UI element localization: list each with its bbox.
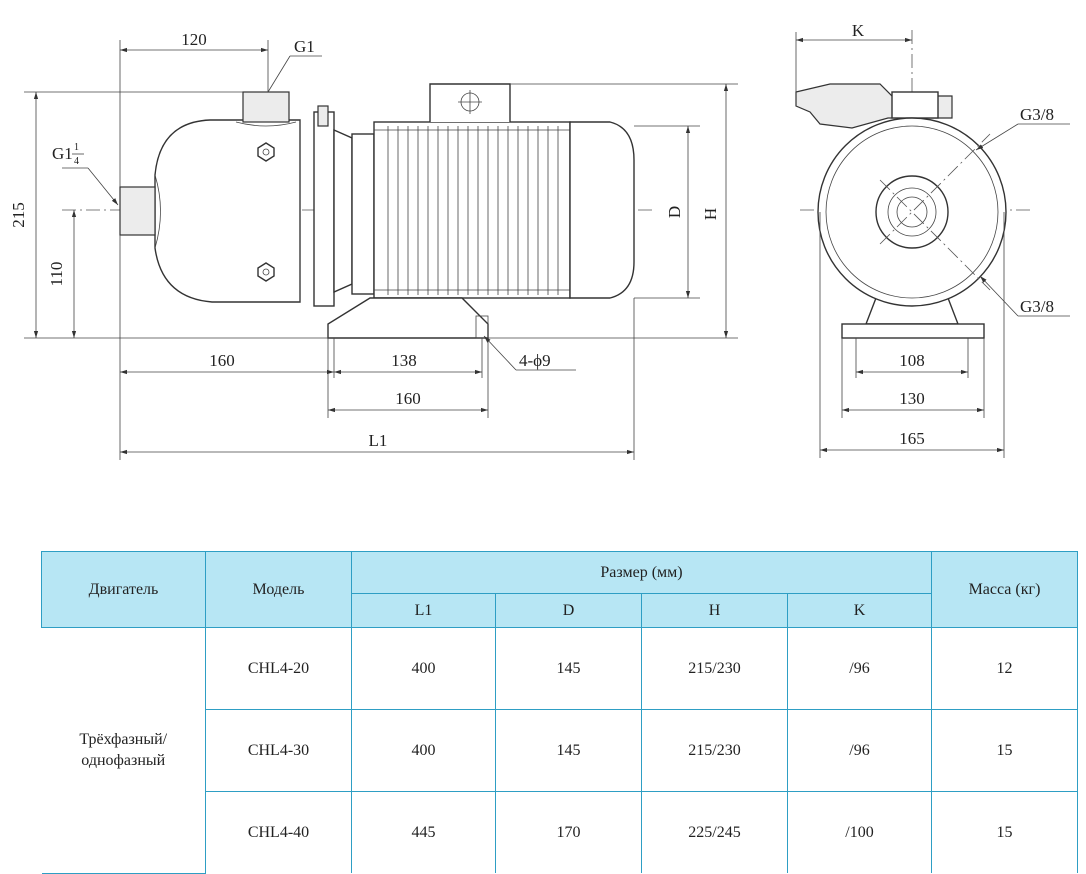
table-row: CHL4-30 400 145 215/230 /96 15 bbox=[42, 709, 1078, 792]
dim-120-label: 120 bbox=[181, 30, 207, 49]
cell-h: 215/230 bbox=[641, 627, 788, 710]
header-motor: Двигатель bbox=[41, 551, 206, 628]
cell-model: CHL4-40 bbox=[205, 791, 352, 873]
header-size-group: Размер (мм) bbox=[351, 551, 932, 594]
dim-h-label: H bbox=[701, 208, 720, 220]
g38-top-label: G3/8 bbox=[1020, 105, 1054, 124]
cell-l1: 400 bbox=[351, 709, 496, 792]
motor-base bbox=[327, 297, 489, 339]
cell-model: CHL4-30 bbox=[205, 709, 352, 792]
cell-k: /96 bbox=[787, 709, 932, 792]
motor-type-line2: однофазный bbox=[81, 752, 166, 770]
header-k: K bbox=[787, 593, 932, 628]
dim-215-label: 215 bbox=[9, 202, 28, 228]
header-d: D bbox=[495, 593, 642, 628]
cell-k: /100 bbox=[787, 791, 932, 873]
dim-110-label: 110 bbox=[47, 262, 66, 287]
fan-cover bbox=[569, 121, 635, 299]
table-row: CHL4-40 445 170 225/245 /100 15 bbox=[42, 791, 1078, 873]
cell-d: 145 bbox=[495, 709, 642, 792]
g38-bottom-label: G3/8 bbox=[1020, 297, 1054, 316]
bolt-bottom bbox=[257, 262, 275, 282]
motor-type-cell: Трёхфазный/ однофазный bbox=[41, 627, 206, 874]
header-mass: Масса (кг) bbox=[931, 551, 1078, 628]
cell-l1: 445 bbox=[351, 791, 496, 873]
motor-type-line1: Трёхфазный/ bbox=[79, 731, 168, 749]
dim-160-left-label: 160 bbox=[209, 351, 235, 370]
svg-text:G1: G1 bbox=[52, 144, 73, 163]
dim-160-base-label: 160 bbox=[395, 389, 421, 408]
hole-4phi9-label: 4-ϕ9 bbox=[519, 351, 551, 370]
discharge-port bbox=[242, 91, 290, 123]
dim-d-label: D bbox=[665, 206, 684, 218]
cell-h: 215/230 bbox=[641, 709, 788, 792]
pump-housing bbox=[154, 119, 301, 303]
motor-fins bbox=[374, 126, 570, 295]
cell-k: /96 bbox=[787, 627, 932, 710]
dim-k-label: K bbox=[852, 21, 865, 40]
motor-body bbox=[373, 121, 571, 299]
end-view: G3/8 G3/8 K 108 130 165 bbox=[795, 21, 1070, 458]
cell-d: 170 bbox=[495, 791, 642, 873]
cell-mass: 15 bbox=[931, 709, 1078, 792]
cell-h: 225/245 bbox=[641, 791, 788, 873]
cell-d: 145 bbox=[495, 627, 642, 710]
dim-138-label: 138 bbox=[391, 351, 417, 370]
table-row: Трёхфазный/ однофазный CHL4-20 400 145 2… bbox=[41, 627, 1078, 874]
dim-l1-label: L1 bbox=[369, 431, 388, 450]
side-view: 120 G1 G1 1 4 215 110 D H bbox=[9, 30, 738, 460]
suction-port bbox=[119, 186, 156, 236]
dim-108-label: 108 bbox=[899, 351, 925, 370]
header-h: H bbox=[641, 593, 788, 628]
cell-model: CHL4-20 bbox=[205, 627, 352, 710]
svg-text:4: 4 bbox=[74, 156, 79, 167]
dim-130-label: 130 bbox=[899, 389, 925, 408]
cell-mass: 12 bbox=[931, 627, 1078, 710]
pump-dimension-drawing: 120 G1 G1 1 4 215 110 D H bbox=[9, 21, 1070, 460]
spec-table: Двигатель Модель Размер (мм) Масса (кг) … bbox=[41, 551, 1078, 874]
header-model: Модель bbox=[205, 551, 352, 628]
dim-165-label: 165 bbox=[899, 429, 925, 448]
svg-text:1: 1 bbox=[74, 142, 79, 153]
g1-quarter-label: G1 1 4 bbox=[52, 142, 119, 206]
pump-flange bbox=[313, 111, 335, 307]
g1-label: G1 bbox=[294, 37, 315, 56]
cell-l1: 400 bbox=[351, 627, 496, 710]
header-l1: L1 bbox=[351, 593, 496, 628]
bolt-top bbox=[257, 142, 275, 162]
cell-mass: 15 bbox=[931, 791, 1078, 873]
